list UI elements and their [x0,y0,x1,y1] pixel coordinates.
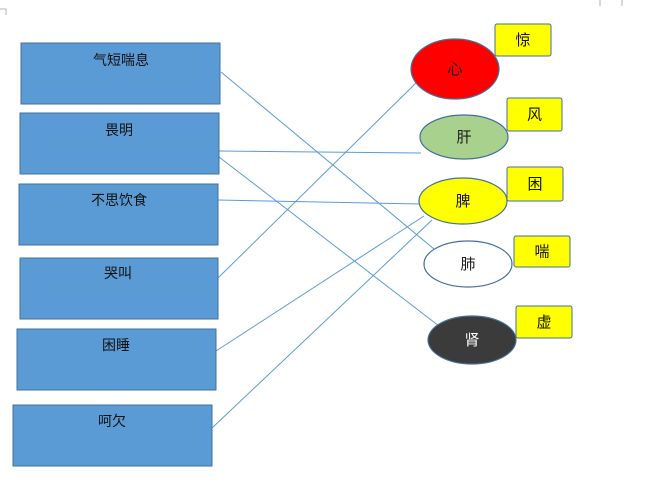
organ-label: 脾 [455,192,470,210]
organ-tag-label: 困 [527,175,542,193]
symptom-box: 畏明 [19,112,220,175]
organ-tag-label: 虚 [536,313,551,331]
organ-label: 肺 [460,255,475,273]
symptom-box-rect [19,112,220,175]
symptom-label: 气短喘息 [93,52,149,69]
organ-label: 肝 [456,128,471,146]
connector-line [217,199,421,205]
organ-tag-box [513,235,571,268]
symptom-box-rect [18,183,219,246]
organ-tag: 困 [506,166,564,202]
symptom-box-rect [16,328,217,391]
page-corner-marks [0,0,623,15]
organ-tags: 惊 风 困 喘 虚 [494,23,573,339]
symptom-label: 畏明 [105,123,133,139]
organ-label: 心 [447,60,462,78]
symptom-box: 呵欠 [12,404,213,467]
symptom-box: 哭叫 [19,257,219,320]
organ-tag-label: 惊 [515,31,530,49]
organ-ellipse [418,177,508,225]
organ-heart: 心 [410,38,500,100]
connector-lines [211,71,440,429]
organ-tag-label: 风 [527,106,542,124]
symptom-boxes: 气短喘息 畏明 不思饮食 哭叫 困睡 呵欠 [12,42,221,467]
connector-line [218,150,422,154]
organ-label: 肾 [464,331,479,349]
connector-line [220,71,435,250]
organ-kidney: 肾 [427,315,517,365]
connector-line [211,219,433,429]
organ-ellipses: 心 肝 脾 肺 肾 [410,38,517,365]
organ-tag-box [506,166,564,202]
organ-ellipse [423,240,513,288]
symptom-box: 气短喘息 [20,42,221,105]
symptom-box: 困睡 [16,328,217,391]
symptom-box-rect [12,404,213,467]
connector-line [218,156,440,327]
organ-ellipse [419,114,509,160]
organ-tag: 喘 [513,235,571,268]
symptom-label: 哭叫 [104,266,132,282]
organ-tag-label: 喘 [534,243,549,261]
symptom-box-rect [19,257,219,320]
connector-line [217,81,418,279]
organ-tag: 风 [506,97,563,132]
organ-tag: 虚 [515,305,573,339]
organ-ellipse [427,315,517,365]
page-corner-mark-left [0,8,7,15]
organ-ellipse [410,38,500,100]
symptom-label: 呵欠 [98,414,126,430]
organ-tag: 惊 [494,23,552,57]
symptom-box-rect [20,42,221,105]
organ-lung: 肺 [423,240,513,288]
organ-liver: 肝 [419,114,509,160]
organ-tag-box [506,97,563,132]
symptom-label: 不思饮食 [91,192,147,209]
symptom-box: 不思饮食 [18,183,219,246]
organ-tag-box [494,23,552,57]
organ-tag-box [515,305,573,339]
symptom-label: 困睡 [102,338,130,354]
organ-spleen: 脾 [418,177,508,225]
connector-line [215,215,425,352]
